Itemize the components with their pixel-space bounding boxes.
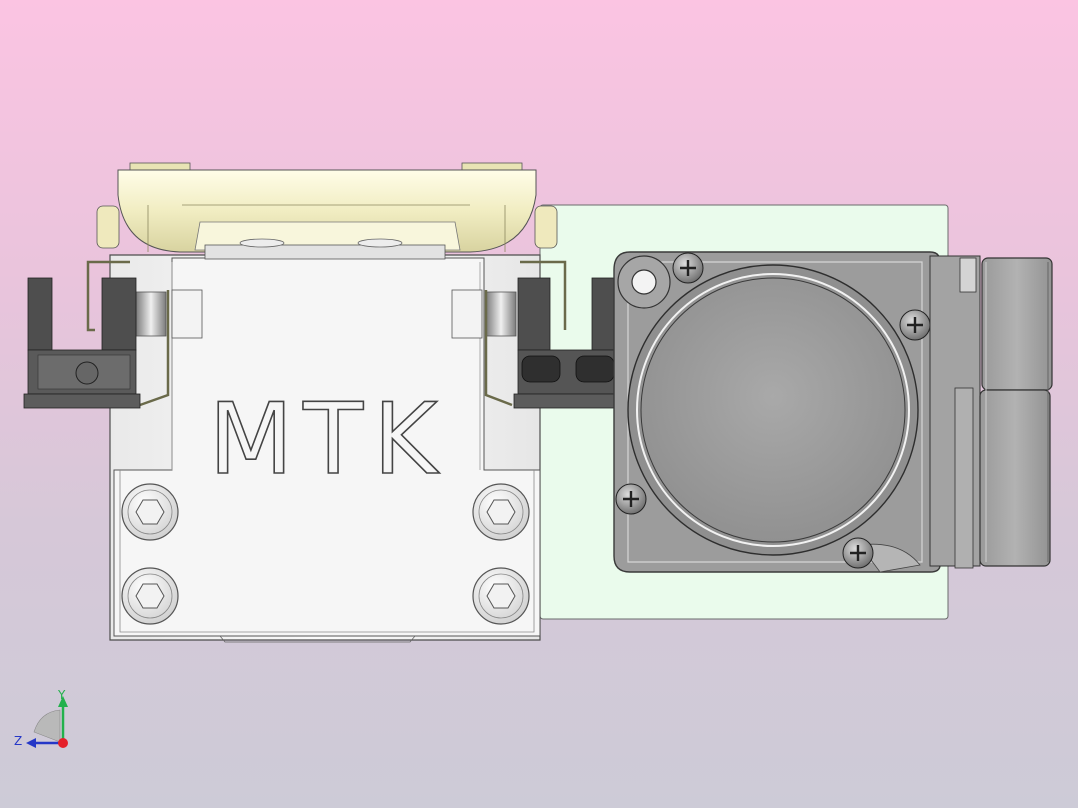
motor-screw-left <box>615 483 647 515</box>
right-spring-wire <box>484 260 567 407</box>
motor-screw-right <box>899 309 931 341</box>
bolt-top-left <box>121 483 179 541</box>
y-axis-label: Y <box>57 688 66 702</box>
motor-assembly[interactable] <box>613 251 941 573</box>
motor-face <box>636 273 910 547</box>
motor-screw-bottom <box>842 537 874 569</box>
orientation-triad[interactable]: Y Z <box>14 688 68 748</box>
main-body[interactable] <box>109 238 541 643</box>
x-axis-dot <box>58 738 68 748</box>
z-axis-label: Z <box>14 734 22 748</box>
engraved-logo-text: MTK <box>209 383 448 497</box>
top-cover[interactable] <box>96 162 558 253</box>
motor-connector[interactable] <box>929 255 1053 569</box>
left-sensor[interactable] <box>23 277 141 409</box>
bolt-top-right <box>472 483 530 541</box>
motor-screw-top <box>672 252 704 284</box>
left-spring-wire <box>86 260 170 407</box>
bolt-bottom-left <box>121 567 179 625</box>
left-hinge-pin[interactable] <box>135 289 203 339</box>
bolt-bottom-right <box>472 567 530 625</box>
